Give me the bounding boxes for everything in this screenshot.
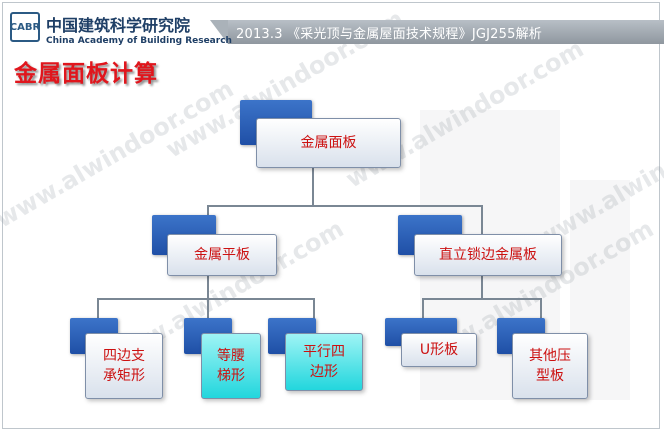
node-isosceles-trapezoid-line1: 等腰 bbox=[217, 348, 245, 364]
node-root: 金属面板 bbox=[256, 118, 401, 168]
connector-line bbox=[207, 298, 209, 320]
connector-line bbox=[540, 298, 542, 320]
header-banner-text: 2013.3 《采光顶与金属屋面技术规程》JGJ255解析 bbox=[236, 27, 542, 42]
org-name-en: China Academy of Building Research bbox=[46, 36, 232, 46]
node-flat-panel-label: 金属平板 bbox=[194, 247, 250, 263]
node-other-profiled-line2: 型板 bbox=[536, 368, 564, 384]
connector-line bbox=[422, 298, 424, 320]
header-banner: 2013.3 《采光顶与金属屋面技术规程》JGJ255解析 bbox=[210, 20, 664, 44]
node-u-panel-label: U形板 bbox=[419, 342, 459, 358]
page-title: 金属面板计算 bbox=[14, 61, 158, 87]
connector-line bbox=[207, 205, 483, 207]
connector-line bbox=[313, 298, 315, 320]
node-root-label: 金属面板 bbox=[300, 135, 357, 151]
node-isosceles-trapezoid: 等腰 梯形 bbox=[201, 333, 261, 399]
org-logo: CABR 中国建筑科学研究院 China Academy of Building… bbox=[10, 8, 232, 54]
slide-frame bbox=[2, 2, 660, 429]
connector-line bbox=[481, 275, 483, 300]
node-isosceles-trapezoid-line2: 梯形 bbox=[217, 368, 245, 384]
node-parallelogram-line1: 平行四 bbox=[303, 344, 345, 360]
node-parallelogram: 平行四 边形 bbox=[285, 333, 363, 391]
node-u-panel: U形板 bbox=[401, 333, 477, 367]
node-flat-panel: 金属平板 bbox=[167, 234, 277, 276]
connector-line bbox=[97, 298, 99, 320]
node-rect-four-side-line1: 四边支 bbox=[103, 348, 145, 364]
node-standing-seam-label: 直立锁边金属板 bbox=[439, 247, 537, 263]
node-rect-four-side-line2: 承矩形 bbox=[103, 368, 145, 384]
node-parallelogram-line2: 边形 bbox=[310, 364, 338, 380]
connector-line bbox=[481, 205, 483, 235]
logo-mark-icon: CABR bbox=[10, 12, 40, 42]
connector-line bbox=[207, 275, 209, 300]
connector-line bbox=[312, 168, 314, 206]
connector-line bbox=[97, 298, 315, 300]
node-other-profiled: 其他压 型板 bbox=[512, 333, 588, 399]
node-other-profiled-line1: 其他压 bbox=[529, 348, 571, 364]
org-name-cn: 中国建筑科学研究院 bbox=[46, 16, 191, 35]
node-standing-seam: 直立锁边金属板 bbox=[414, 234, 562, 276]
connector-line bbox=[422, 298, 542, 300]
node-rect-four-side: 四边支 承矩形 bbox=[85, 333, 163, 399]
